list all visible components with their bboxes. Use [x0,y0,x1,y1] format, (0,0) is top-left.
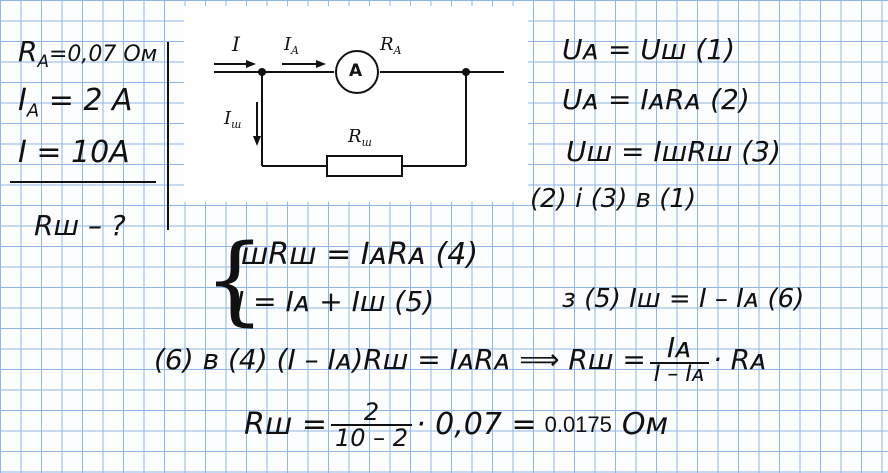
given-ra: RA=0,07 Ом [18,35,158,71]
label-ia: IA [284,34,299,57]
label-ra: RA [380,34,402,57]
label-ish: Iш [224,108,242,131]
given-vertical-line [167,42,169,230]
given-divider [10,181,156,183]
equation-2: Uᴀ = IᴀRᴀ (2) [562,83,750,116]
derivation-den: I – Iᴀ [653,362,705,387]
result-value: 0.0175 [544,412,612,437]
given-find: Rш – ? [34,209,126,242]
system-line-1: IшRш = IᴀRᴀ (4) [232,237,479,272]
derivation-line: (6) в (4) (I – Iᴀ)Rш = IᴀRᴀ ⟹ Rш = Iᴀ I … [154,334,767,386]
arrowhead-ish [253,136,261,146]
equation-substitution: (2) і (3) в (1) [530,184,697,214]
derivation-tail: · Rᴀ [712,343,767,376]
shunt-resistor [326,155,403,177]
derivation-num: Iᴀ [666,331,692,364]
result-unit: Ом [621,407,669,442]
circuit-diagram: I IA RA A Iш Rш [184,6,528,202]
derivation-bar [649,362,709,364]
circuit-svg [214,50,504,177]
result-line: Rш = 2 10 – 2 · 0,07 = 0.0175 Ом [244,400,668,450]
result-lhs: Rш = [244,407,327,442]
given-ia: IA = 2 A [18,83,133,122]
equation-1: Uᴀ = Uш (1) [562,33,736,66]
result-mult: · 0,07 = [416,407,537,442]
node-right [462,68,470,76]
arrowhead-i [246,60,256,68]
arrowhead-ia [316,60,326,68]
given-i: I = 10A [18,135,130,170]
equation-3: Uш = IшRш (3) [566,135,781,168]
result-den: 10 – 2 [334,424,409,452]
derivation-lhs: (6) в (4) (I – Iᴀ)Rш = IᴀRᴀ ⟹ Rш = [154,343,646,376]
ammeter-circle [335,50,379,94]
label-rsh: Rш [348,126,372,149]
system-line-2: I = Iᴀ + Iш (5) [236,285,435,318]
derivation-fraction: Iᴀ I – Iᴀ [649,331,709,387]
result-bar [330,424,413,426]
node-left [258,68,266,76]
ammeter-label: A [349,61,363,81]
from-5: з (5) Iш = I – Iᴀ (6) [562,284,805,314]
label-i: I [232,32,240,56]
system-brace: { [204,224,266,336]
result-fraction: 2 10 – 2 [330,398,413,452]
result-num: 2 [363,398,380,426]
